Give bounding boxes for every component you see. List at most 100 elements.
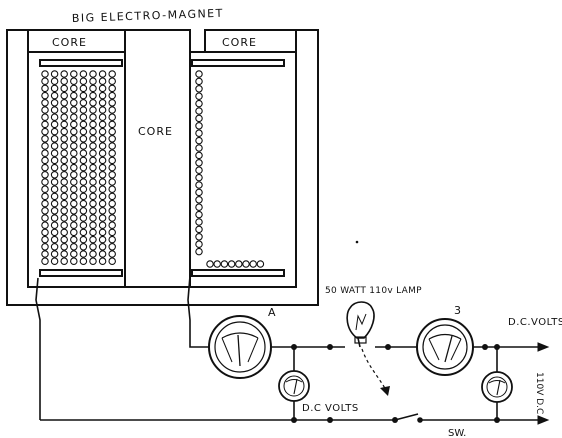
diagram-title: BIG ELECTRO-MAGNET bbox=[72, 7, 224, 25]
coil-turn bbox=[60, 250, 68, 258]
coil-turn bbox=[108, 149, 116, 157]
coil-turn bbox=[98, 221, 107, 229]
coil-turn bbox=[89, 214, 97, 222]
coil-turn bbox=[70, 77, 78, 85]
coil-turn bbox=[108, 243, 116, 251]
switch-blade bbox=[394, 413, 419, 421]
junction-dot bbox=[291, 344, 297, 350]
coil-turn bbox=[98, 156, 107, 165]
coil-turn bbox=[79, 106, 88, 114]
110v-dc-label: 110V D.C bbox=[534, 372, 544, 414]
coil-turn bbox=[41, 99, 49, 107]
coil-turn bbox=[60, 221, 68, 229]
stray-dot bbox=[355, 240, 359, 244]
coil-turn bbox=[50, 142, 59, 150]
ammeter-a-scale bbox=[221, 332, 259, 339]
coil-turn bbox=[235, 260, 243, 268]
coil-turn bbox=[108, 70, 116, 78]
coil-turn bbox=[98, 84, 107, 93]
coil-turn bbox=[41, 243, 49, 251]
coil-turn bbox=[195, 77, 203, 86]
coil-turn bbox=[89, 178, 97, 186]
coil-turn bbox=[195, 173, 203, 182]
coil-turn bbox=[70, 257, 78, 265]
coil-turn bbox=[206, 260, 214, 268]
coil-turn bbox=[89, 70, 97, 78]
coil-turn bbox=[70, 99, 78, 107]
coil-turn bbox=[108, 77, 116, 85]
coil-turn bbox=[50, 84, 59, 93]
terminal-arrow-bottom bbox=[537, 415, 550, 425]
coil-turn bbox=[79, 77, 88, 85]
coil-turn bbox=[60, 113, 68, 121]
coil-turn bbox=[98, 257, 107, 265]
coil-turn bbox=[98, 178, 107, 186]
coil-windings-left bbox=[41, 70, 116, 265]
coil-turn bbox=[195, 247, 203, 256]
coil-turn bbox=[108, 142, 116, 150]
coil-turn bbox=[98, 235, 107, 244]
coil-turn bbox=[89, 243, 97, 251]
coil-turn bbox=[50, 243, 59, 251]
coil-turn bbox=[70, 91, 78, 100]
coil-turn bbox=[195, 166, 203, 174]
coil-turn bbox=[98, 91, 107, 100]
coil-turn bbox=[108, 171, 116, 179]
coil-turn bbox=[89, 77, 97, 85]
coil-turn bbox=[41, 235, 49, 244]
core-left-label: CORE bbox=[52, 36, 87, 49]
coil-turn bbox=[249, 260, 257, 268]
coil-turn bbox=[195, 144, 203, 152]
coil-turn bbox=[79, 185, 88, 193]
coil-turn bbox=[195, 196, 203, 204]
ammeter-a-outer bbox=[208, 315, 272, 379]
coil-turn bbox=[195, 122, 203, 130]
meter-3-scale bbox=[428, 333, 462, 340]
coil-turn bbox=[89, 221, 97, 229]
coil-turn bbox=[108, 185, 116, 193]
coil-turn bbox=[79, 156, 88, 165]
coil-turn bbox=[195, 70, 203, 78]
coil-turn bbox=[60, 149, 68, 157]
coil-turn bbox=[70, 156, 78, 165]
coil-turn bbox=[108, 91, 116, 100]
coil-turn bbox=[108, 106, 116, 114]
coil-turn bbox=[60, 77, 68, 85]
coil-turn bbox=[50, 192, 59, 201]
bottom-plate-left bbox=[39, 269, 123, 277]
core-right-label: CORE bbox=[222, 36, 257, 49]
coil-turn bbox=[98, 199, 107, 208]
coil-turn bbox=[108, 84, 116, 93]
lamp-label: 50 WATT 110v LAMP bbox=[325, 286, 422, 296]
coil-turn bbox=[60, 127, 68, 136]
ammeter-a bbox=[208, 315, 272, 379]
coil-turn bbox=[41, 199, 49, 208]
coil-turn bbox=[89, 163, 97, 172]
coil-turn bbox=[98, 149, 107, 157]
coil-turn bbox=[195, 233, 203, 241]
voltmeter-2-scale bbox=[488, 380, 506, 384]
wire-coil-right-lead bbox=[187, 275, 210, 348]
coil-turn bbox=[70, 178, 78, 186]
coil-turn bbox=[60, 142, 68, 150]
voltmeter-2-needle bbox=[496, 379, 501, 396]
coil-turn bbox=[60, 257, 68, 265]
coil-turn bbox=[89, 106, 97, 114]
coil-turn bbox=[195, 136, 203, 145]
coil-turn bbox=[108, 99, 116, 107]
coil-turn bbox=[50, 70, 59, 78]
coil-turn bbox=[50, 113, 59, 121]
coil-turn bbox=[60, 99, 68, 107]
coil-turn bbox=[79, 70, 88, 78]
coil-turn bbox=[60, 199, 68, 208]
coil-turn bbox=[89, 149, 97, 157]
coil-turn bbox=[60, 156, 68, 165]
coil-turn bbox=[89, 113, 97, 121]
coil-turn bbox=[108, 221, 116, 229]
coil-turn bbox=[89, 250, 97, 258]
coil-turn bbox=[70, 142, 78, 150]
coil-turn bbox=[108, 156, 116, 165]
coil-turn bbox=[41, 228, 49, 237]
coil-turn bbox=[41, 106, 49, 114]
meter-3-outer bbox=[416, 318, 474, 376]
